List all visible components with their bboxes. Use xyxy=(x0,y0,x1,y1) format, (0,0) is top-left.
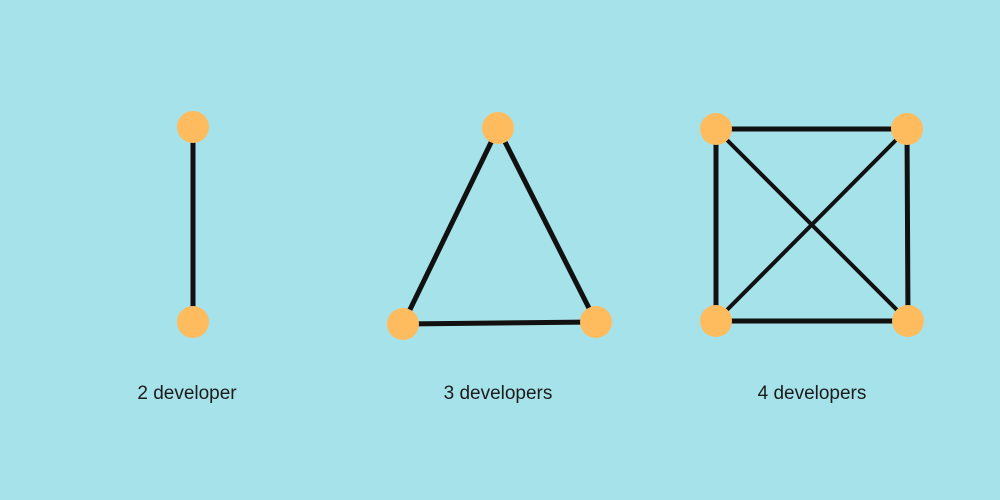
caption-4-developers: 4 developers xyxy=(757,383,867,404)
graph-4-developers xyxy=(700,113,924,337)
developer-node xyxy=(177,306,209,338)
developer-node xyxy=(700,305,732,337)
developer-node xyxy=(892,305,924,337)
edge xyxy=(495,125,599,325)
graph-2-developers xyxy=(177,111,209,338)
edge xyxy=(400,319,599,327)
edge xyxy=(400,125,501,327)
developer-node xyxy=(482,112,514,144)
edge xyxy=(714,127,909,323)
caption-2-developer: 2 developer xyxy=(137,383,237,404)
developer-node xyxy=(387,308,419,340)
developer-node xyxy=(891,113,923,145)
edge xyxy=(904,126,911,324)
caption-3-developers: 3 developers xyxy=(443,383,553,404)
developer-node xyxy=(177,111,209,143)
graph-3-developers xyxy=(387,112,612,340)
developer-node xyxy=(700,113,732,145)
developer-node xyxy=(580,306,612,338)
